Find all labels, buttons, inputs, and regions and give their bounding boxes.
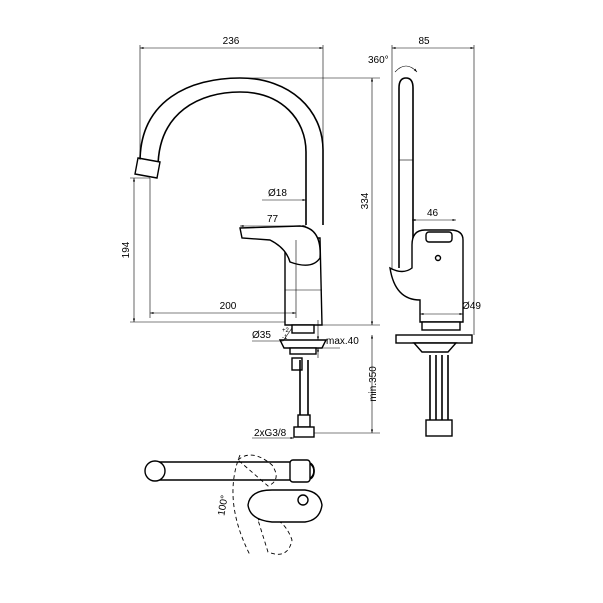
dim-max-40: max.40	[326, 336, 359, 347]
mount-plate	[278, 339, 328, 349]
lever-handle	[239, 225, 321, 266]
dim-200: 200	[220, 301, 237, 312]
mount-nut	[289, 347, 317, 355]
hose-end	[297, 414, 311, 428]
side-body	[389, 229, 464, 323]
side-mount-bracket	[412, 342, 458, 353]
dim-diameter-35: Ø35	[252, 330, 271, 341]
spout-outer	[139, 77, 324, 225]
side-spout	[398, 77, 414, 268]
hose-nut	[293, 426, 315, 438]
side-lever	[425, 231, 453, 243]
dim-diameter-18: Ø18	[268, 188, 287, 199]
side-hose-nuts	[425, 419, 453, 437]
dim-lever-angle: 100°	[216, 494, 230, 516]
dim-77: 77	[267, 214, 279, 225]
lever-swing-arc	[232, 454, 251, 556]
side-indicator	[434, 254, 442, 262]
top-spout-tip	[144, 460, 166, 482]
front-view: 236 334 194 200 Ø18 77 Ø35 +2 -1 max.40 …	[121, 36, 380, 440]
top-indicator	[297, 494, 309, 506]
top-view: 100°	[144, 454, 323, 556]
mount-stud	[291, 324, 315, 334]
dim-diameter-49: Ø49	[462, 301, 481, 312]
side-hoses	[429, 355, 449, 420]
spout-tip	[134, 157, 161, 179]
tol-minus: -1	[282, 335, 288, 341]
dim-194: 194	[121, 241, 132, 258]
hose-fitting	[291, 357, 303, 371]
hose-front	[299, 360, 309, 415]
dim-min-350: min.350	[368, 366, 379, 402]
side-view: 85 360° 46 Ø49	[368, 36, 481, 437]
tol-plus: +2	[282, 328, 290, 334]
dim-connection: 2xG3/8	[254, 428, 287, 439]
side-mount-plate	[395, 334, 473, 344]
side-stud	[421, 321, 461, 331]
top-collar	[289, 459, 311, 483]
dim-334: 334	[360, 192, 371, 209]
dim-rotation: 360°	[368, 55, 389, 66]
top-lever	[247, 489, 323, 523]
spout-inner	[157, 91, 307, 225]
lever-rotated-1	[237, 454, 277, 487]
dim-46: 46	[427, 208, 439, 219]
lever-rotated-2	[257, 517, 293, 555]
dim-236: 236	[223, 36, 240, 47]
dim-85: 85	[418, 36, 430, 47]
